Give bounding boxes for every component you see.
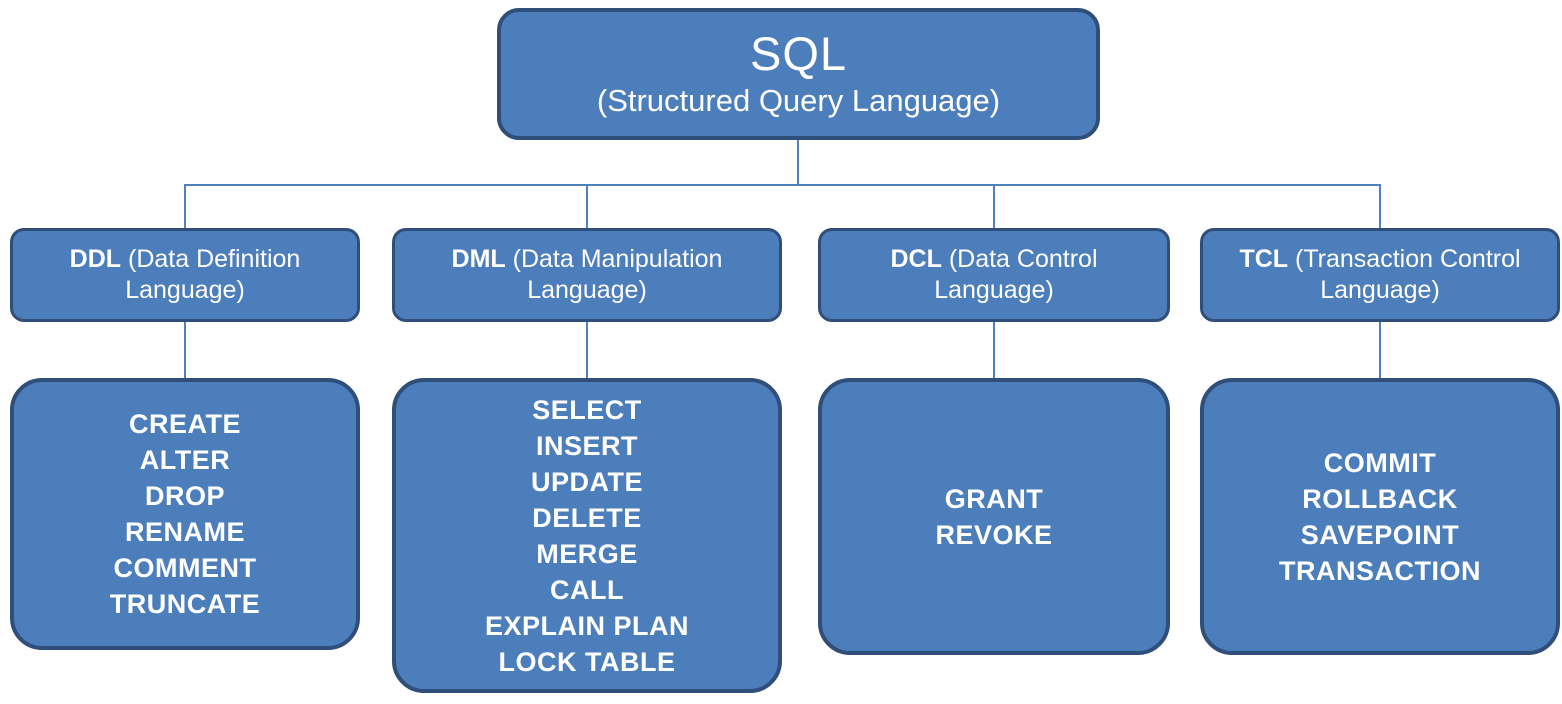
command-line: ROLLBACK (1302, 483, 1458, 514)
branch-header-dcl: DCL (Data Control Language) (818, 228, 1170, 322)
command-line: GRANT (944, 483, 1044, 514)
connector-drop-ddl (184, 186, 186, 228)
command-line: RENAME (124, 517, 245, 547)
command-line: CREATE (128, 409, 241, 439)
command-line: ALTER (139, 445, 231, 475)
connector-drop-dcl (993, 186, 995, 228)
command-line: CALL (550, 574, 624, 605)
connector-link-tcl (1379, 322, 1381, 378)
commands-box-dcl: GRANT REVOKE (818, 378, 1170, 655)
dml-acronym: DML (451, 245, 506, 273)
connector-link-dml (586, 322, 588, 378)
connector-link-dcl (993, 322, 995, 378)
command-line: COMMENT (113, 553, 257, 583)
ddl-name: (Data Definition Language) (125, 245, 301, 304)
command-line: INSERT (535, 430, 638, 461)
connector-drop-dml (586, 186, 588, 228)
connector-root-stem (797, 140, 799, 185)
command-line: EXPLAIN PLAN (484, 610, 690, 641)
dml-name: (Data Manipulation Language) (512, 245, 723, 304)
command-line: DELETE (532, 502, 642, 533)
branch-header-dml-label: DML (Data Manipulation Language) (409, 244, 765, 306)
branch-header-tcl-label: TCL (Transaction Control Language) (1217, 244, 1543, 306)
commands-box-tcl: COMMIT ROLLBACK SAVEPOINT TRANSACTION (1200, 378, 1560, 655)
branch-header-dcl-label: DCL (Data Control Language) (835, 244, 1153, 306)
command-line: LOCK TABLE (498, 646, 676, 677)
branch-header-ddl: DDL (Data Definition Language) (10, 228, 360, 322)
sql-root-box: SQL (Structured Query Language) (497, 8, 1100, 140)
connector-horizontal-bar (184, 184, 1381, 186)
tcl-acronym: TCL (1239, 245, 1289, 273)
branch-header-tcl: TCL (Transaction Control Language) (1200, 228, 1560, 322)
root-title: SQL (749, 27, 848, 80)
command-line: SELECT (532, 394, 642, 425)
tcl-name: (Transaction Control Language) (1295, 245, 1521, 304)
connector-link-ddl (184, 322, 186, 378)
dcl-name: (Data Control Language) (934, 245, 1098, 304)
command-line: TRANSACTION (1279, 555, 1481, 586)
command-line: TRUNCATE (109, 589, 261, 619)
command-line: SAVEPOINT (1300, 519, 1460, 550)
command-line: REVOKE (935, 519, 1053, 550)
commands-box-dml: SELECT INSERT UPDATE DELETE MERGE CALL EXPLAIN… (392, 378, 782, 693)
dcl-acronym: DCL (890, 245, 942, 273)
command-line: COMMIT (1323, 447, 1437, 478)
commands-box-ddl: CREATE ALTER DROP RENAME COMMENT TRUNCATE (10, 378, 360, 650)
root-subtitle: (Structured Query Language) (596, 83, 1001, 118)
command-line: DROP (144, 481, 225, 511)
connector-drop-tcl (1379, 186, 1381, 228)
command-line: UPDATE (530, 466, 643, 497)
command-line: MERGE (536, 538, 638, 569)
branch-header-dml: DML (Data Manipulation Language) (392, 228, 782, 322)
ddl-acronym: DDL (69, 245, 122, 273)
branch-header-ddl-label: DDL (Data Definition Language) (27, 244, 343, 306)
